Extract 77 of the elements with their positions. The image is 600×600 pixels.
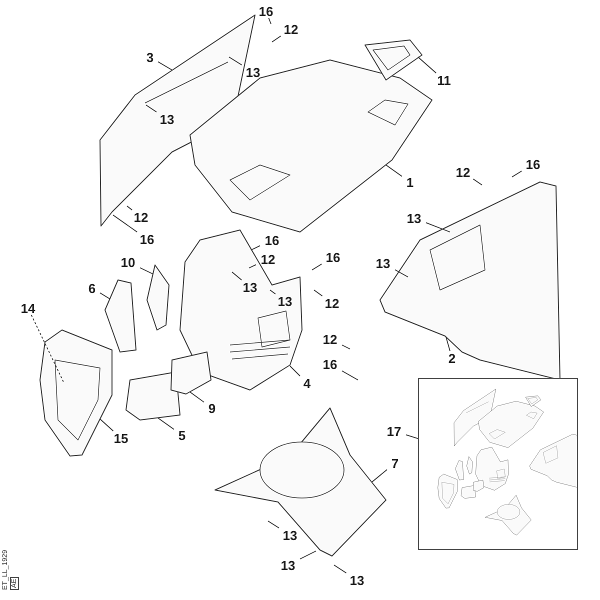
- callout-number: 7: [387, 456, 403, 470]
- leader-line: [290, 366, 300, 376]
- callout-number: 16: [521, 157, 545, 171]
- callout-number: 12: [451, 165, 475, 179]
- leader-line: [426, 222, 450, 232]
- leader-line: [418, 56, 437, 74]
- callout-number: 12: [318, 332, 342, 346]
- callout-number: 13: [273, 294, 297, 308]
- leader-line: [406, 434, 418, 440]
- callout-number: 13: [276, 558, 300, 572]
- leader-line: [394, 269, 408, 278]
- cover-drawing: [103, 278, 138, 354]
- leader-line: [250, 245, 260, 250]
- callout-number: 1: [402, 175, 418, 189]
- callout-number: 14: [16, 301, 40, 315]
- callout-number: 13: [278, 528, 302, 542]
- side-panel-drawing: [98, 12, 258, 228]
- callout-number: 13: [345, 573, 369, 587]
- leader-line: [270, 290, 276, 294]
- leader-line: [146, 104, 157, 112]
- hood-drawing: [188, 58, 434, 234]
- callout-number: 4: [299, 376, 315, 390]
- callout-number: 3: [142, 50, 158, 64]
- vent-frame-drawing: [363, 38, 424, 82]
- leader-line: [312, 264, 322, 270]
- cover-drawing: [145, 263, 171, 332]
- leader-line: [512, 170, 522, 178]
- dashboard-drawing: [178, 228, 304, 392]
- leader-line: [100, 292, 110, 300]
- leader-line: [372, 469, 388, 482]
- leader-line: [228, 56, 242, 66]
- callout-number: 5: [174, 428, 190, 442]
- leader-line: [126, 206, 133, 210]
- leader-line: [268, 520, 280, 528]
- lid-drawing: [124, 370, 182, 422]
- leader-line: [30, 314, 64, 384]
- callout-number: 12: [129, 210, 153, 224]
- leader-line: [386, 164, 402, 177]
- callout-number: 13: [371, 256, 395, 270]
- callout-number: 16: [254, 4, 278, 18]
- callout-number: 2: [444, 351, 460, 365]
- leader-line: [334, 564, 347, 574]
- callout-number: 16: [135, 232, 159, 246]
- leader-line: [300, 550, 316, 560]
- callout-number: 17: [382, 424, 406, 438]
- callout-number: 9: [204, 401, 220, 415]
- callout-number: 12: [320, 296, 344, 310]
- callout-number: 16: [318, 357, 342, 371]
- leader-line: [314, 290, 323, 296]
- leader-line: [190, 392, 204, 403]
- leader-line: [140, 267, 154, 274]
- callout-number: 11: [432, 73, 456, 87]
- callout-number: 13: [155, 112, 179, 126]
- grille-drawing: [38, 328, 114, 458]
- callout-number: 15: [109, 431, 133, 445]
- callout-number: 16: [321, 250, 345, 264]
- callout-number: 6: [84, 281, 100, 295]
- callout-number: 13: [402, 211, 426, 225]
- leader-line: [112, 214, 138, 232]
- leader-line: [342, 370, 358, 380]
- callout-number: 16: [260, 233, 284, 247]
- callout-number: 13: [238, 280, 262, 294]
- leader-line: [100, 418, 114, 432]
- leader-line: [248, 264, 256, 268]
- housing-drawing: [169, 350, 213, 396]
- callout-number: 13: [241, 65, 265, 79]
- callout-number: 12: [256, 252, 280, 266]
- leader-line: [268, 18, 272, 24]
- leader-line: [342, 344, 350, 350]
- callout-number: 12: [279, 22, 303, 36]
- leader-line: [472, 178, 482, 186]
- leader-line: [158, 61, 172, 70]
- leader-line: [158, 418, 174, 430]
- leader-line: [446, 336, 450, 352]
- callout-number: 10: [116, 255, 140, 269]
- leader-line: [232, 272, 242, 280]
- leader-line: [272, 36, 282, 42]
